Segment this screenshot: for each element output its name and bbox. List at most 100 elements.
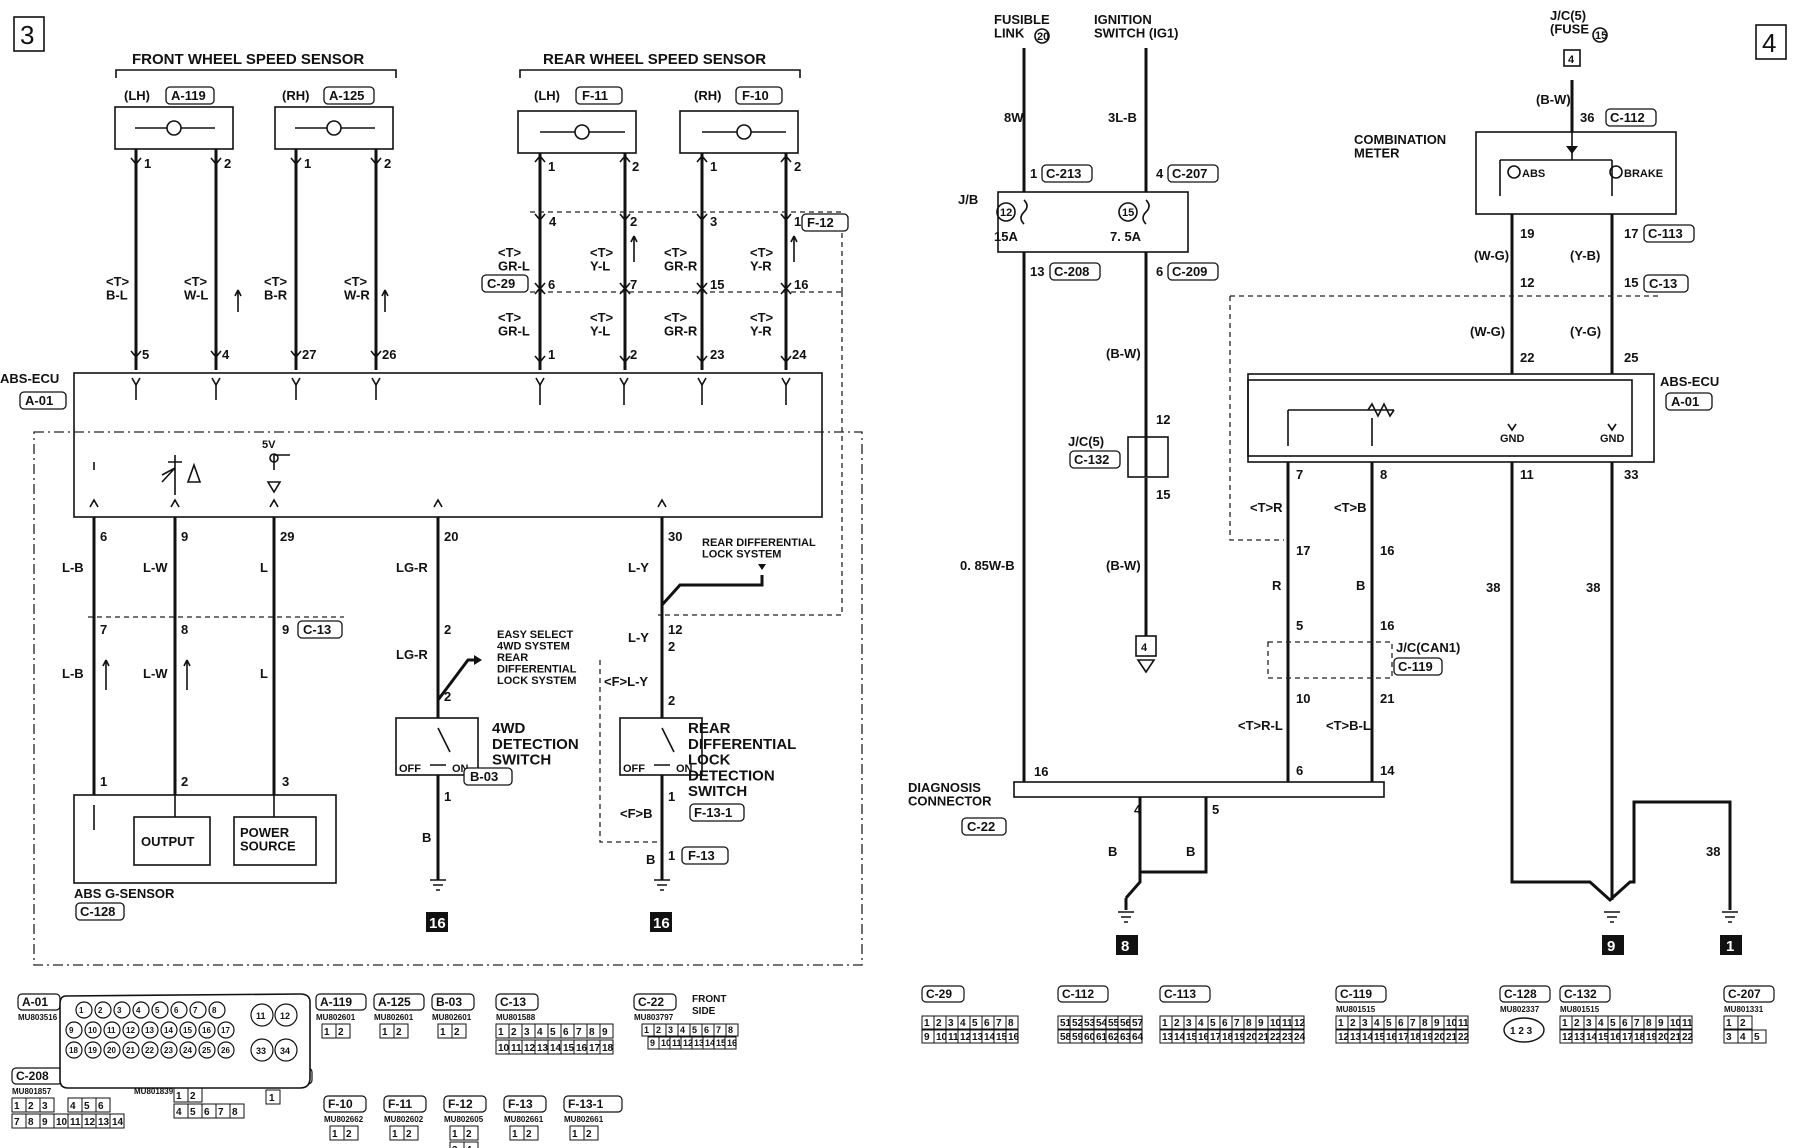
wire-ly-top: L-Y [628,560,649,575]
svg-text:9: 9 [42,1117,48,1128]
wire-lw-bot: L-W [143,666,168,681]
jb-label: J/B [958,192,978,207]
svg-text:MU802661: MU802661 [564,1115,604,1124]
abs-ecu-box-left [73,372,823,518]
svg-text:8: 8 [232,1107,238,1118]
svg-text:1: 1 [668,789,675,804]
svg-text:11: 11 [511,1043,522,1054]
svg-text:7: 7 [100,622,107,637]
svg-text:8: 8 [1246,1018,1252,1029]
svg-text:25: 25 [202,1046,211,1055]
svg-text:1: 1 [710,159,717,174]
svg-text:20: 20 [1246,1032,1258,1043]
svg-text:10: 10 [1446,1018,1458,1029]
svg-text:22: 22 [145,1046,154,1055]
svg-text:1: 1 [512,1129,518,1140]
svg-text:MU802661: MU802661 [504,1115,544,1124]
svg-text:20: 20 [1658,1032,1670,1043]
svg-text:4: 4 [960,1018,966,1029]
svg-text:13: 13 [98,1117,110,1128]
svg-text:16: 16 [1380,618,1394,633]
svg-text:6: 6 [1296,763,1303,778]
svg-text:8: 8 [1008,1018,1014,1029]
svg-text:27: 27 [302,347,316,362]
page-number-right-box [1755,24,1787,60]
wire-lgr-top: LG-R [396,560,428,575]
svg-text:5: 5 [155,1006,160,1015]
svg-text:17: 17 [221,1026,230,1035]
svg-text:13: 13 [694,1038,704,1048]
svg-text:1: 1 [269,1093,275,1104]
svg-text:13: 13 [1162,1032,1174,1043]
svg-text:21: 21 [1446,1032,1458,1043]
svg-text:C-128: C-128 [1504,987,1537,1001]
svg-text:1: 1 [924,1018,930,1029]
svg-text:C-22: C-22 [638,995,664,1009]
svg-text:59: 59 [1072,1032,1084,1043]
svg-text:33: 33 [1624,467,1638,482]
svg-text:61: 61 [1096,1032,1108,1043]
wire-rear-bot-2: <T>Y-L [590,310,614,339]
front-sensor-wires [130,149,389,370]
svg-text:6: 6 [563,1027,569,1038]
rear-lh-conn: F-11 [582,88,608,103]
front-lh-label: (LH) [124,88,150,103]
svg-text:9: 9 [181,529,188,544]
svg-text:SIDE: SIDE [692,1006,716,1017]
wire-l-bot: L [260,666,268,681]
front-lh-sensor-box [114,106,234,150]
svg-text:2: 2 [511,1027,517,1038]
svg-text:MU801515: MU801515 [1560,1005,1600,1014]
svg-text:1: 1 [794,214,801,229]
4wd-off: OFF [399,763,421,775]
ground-8: 8 [1121,938,1129,955]
svg-text:1: 1 [548,159,555,174]
svg-text:21: 21 [1670,1032,1682,1043]
svg-text:12: 12 [84,1117,96,1128]
svg-text:11: 11 [256,1011,266,1021]
g-sensor-label: ABS G-SENSOR [74,886,175,901]
svg-text:9: 9 [1258,1018,1264,1029]
svg-text:22: 22 [1682,1032,1694,1043]
svg-text:16: 16 [1198,1032,1210,1043]
svg-text:2: 2 [1740,1018,1746,1029]
svg-text:2: 2 [586,1129,592,1140]
svg-text:22: 22 [1520,350,1534,365]
conn-c29-label: C-29 [487,276,515,291]
svg-text:2: 2 [338,1027,344,1038]
svg-text:4: 4 [466,1145,472,1148]
fusible-num: 20 [1037,31,1049,43]
front-lh-conn: A-119 [171,88,206,103]
wire-fb: <F>B [620,806,653,821]
svg-text:MU801857: MU801857 [12,1087,52,1096]
svg-text:C-112: C-112 [1062,987,1094,1001]
conn-c208: C-208 [1054,264,1089,279]
svg-text:26: 26 [221,1046,230,1055]
wire-r: R [1272,578,1282,593]
svg-text:16: 16 [1008,1032,1020,1043]
svg-text:1: 1 [176,1091,182,1102]
wire-front-rh-2: <T>W-R [344,274,370,303]
svg-text:13: 13 [1030,264,1044,279]
svg-text:2: 2 [396,1027,402,1038]
wire-rear-top-1: <T>GR-L [498,245,530,274]
svg-text:14: 14 [164,1026,173,1035]
svg-text:4: 4 [1134,802,1142,817]
gnd-2: GND [1600,433,1625,445]
g-sensor-conn: C-128 [80,904,115,919]
g-sensor-output: OUTPUT [141,834,195,849]
svg-text:9: 9 [602,1027,608,1038]
wire-rear-top-2: <T>Y-L [590,245,614,274]
svg-text:C-113: C-113 [1164,987,1196,1001]
svg-text:24: 24 [183,1046,192,1055]
svg-text:2: 2 [190,1091,196,1102]
abs-ecu-conn-right: A-01 [1671,394,1699,409]
svg-text:18: 18 [1634,1032,1646,1043]
